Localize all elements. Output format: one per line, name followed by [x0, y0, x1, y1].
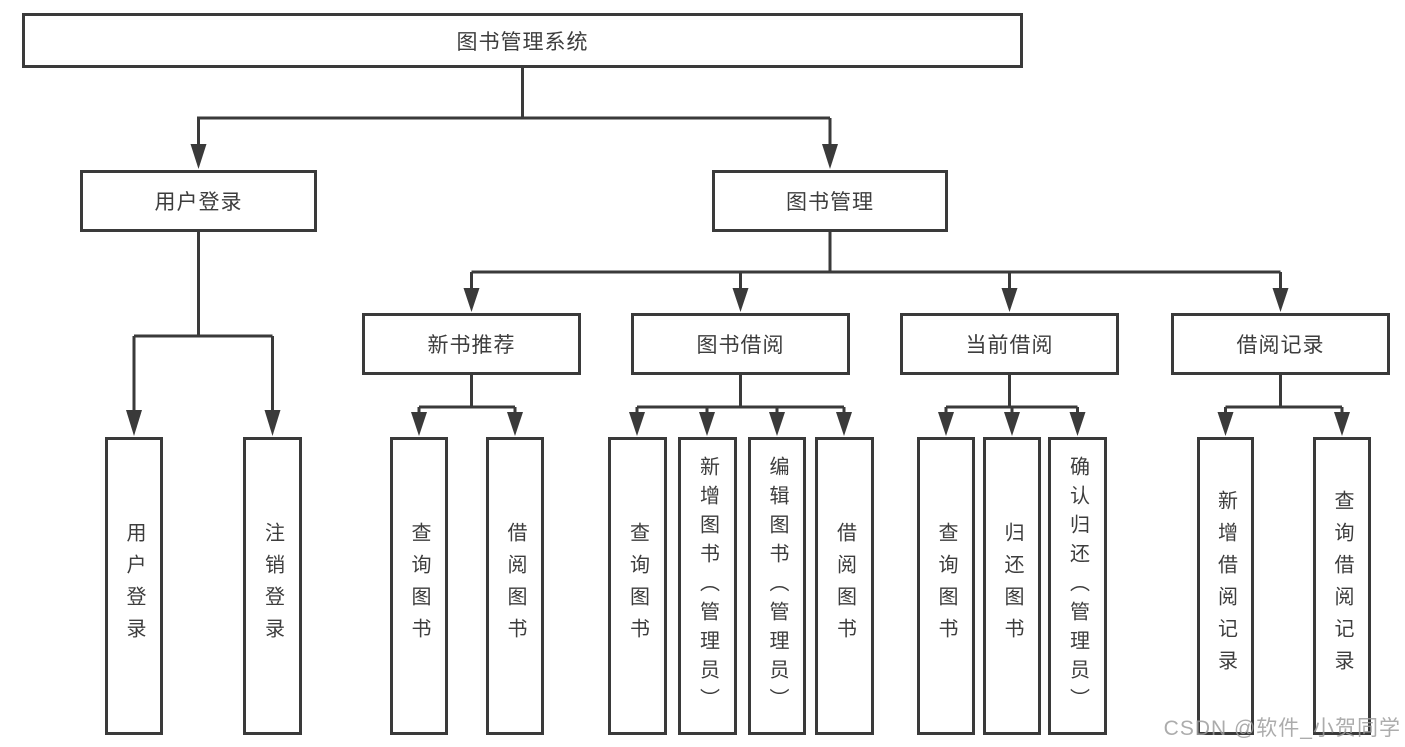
leaf-edit-books-admin: 编辑图书（管理员）: [748, 437, 806, 735]
node-current-borrowing: 当前借阅: [900, 313, 1119, 375]
node-book-borrowing: 图书借阅: [631, 313, 850, 375]
leaf-add-borrow-record: 新增借阅记录: [1197, 437, 1254, 735]
node-root-system: 图书管理系统: [22, 13, 1023, 68]
leaf-confirm-return-admin: 确认归还（管理员）: [1048, 437, 1107, 735]
leaf-borrow-books: 借阅图书: [815, 437, 874, 735]
node-user-login: 用户登录: [80, 170, 317, 232]
leaf-current-query-books: 查询图书: [917, 437, 975, 735]
leaf-return-books: 归还图书: [983, 437, 1041, 735]
node-new-book-recommend: 新书推荐: [362, 313, 581, 375]
node-borrowing-records: 借阅记录: [1171, 313, 1390, 375]
leaf-recommend-borrow-books: 借阅图书: [486, 437, 544, 735]
leaf-add-books-admin: 新增图书（管理员）: [678, 437, 737, 735]
leaf-logout: 注销登录: [243, 437, 302, 735]
leaf-query-borrow-record: 查询借阅记录: [1313, 437, 1371, 735]
leaf-user-login: 用户登录: [105, 437, 163, 735]
csdn-watermark: CSDN @软件_小贺同学: [1163, 717, 1401, 740]
leaf-borrowing-query-books: 查询图书: [608, 437, 667, 735]
node-book-management: 图书管理: [712, 170, 948, 232]
leaf-recommend-query-books: 查询图书: [390, 437, 448, 735]
